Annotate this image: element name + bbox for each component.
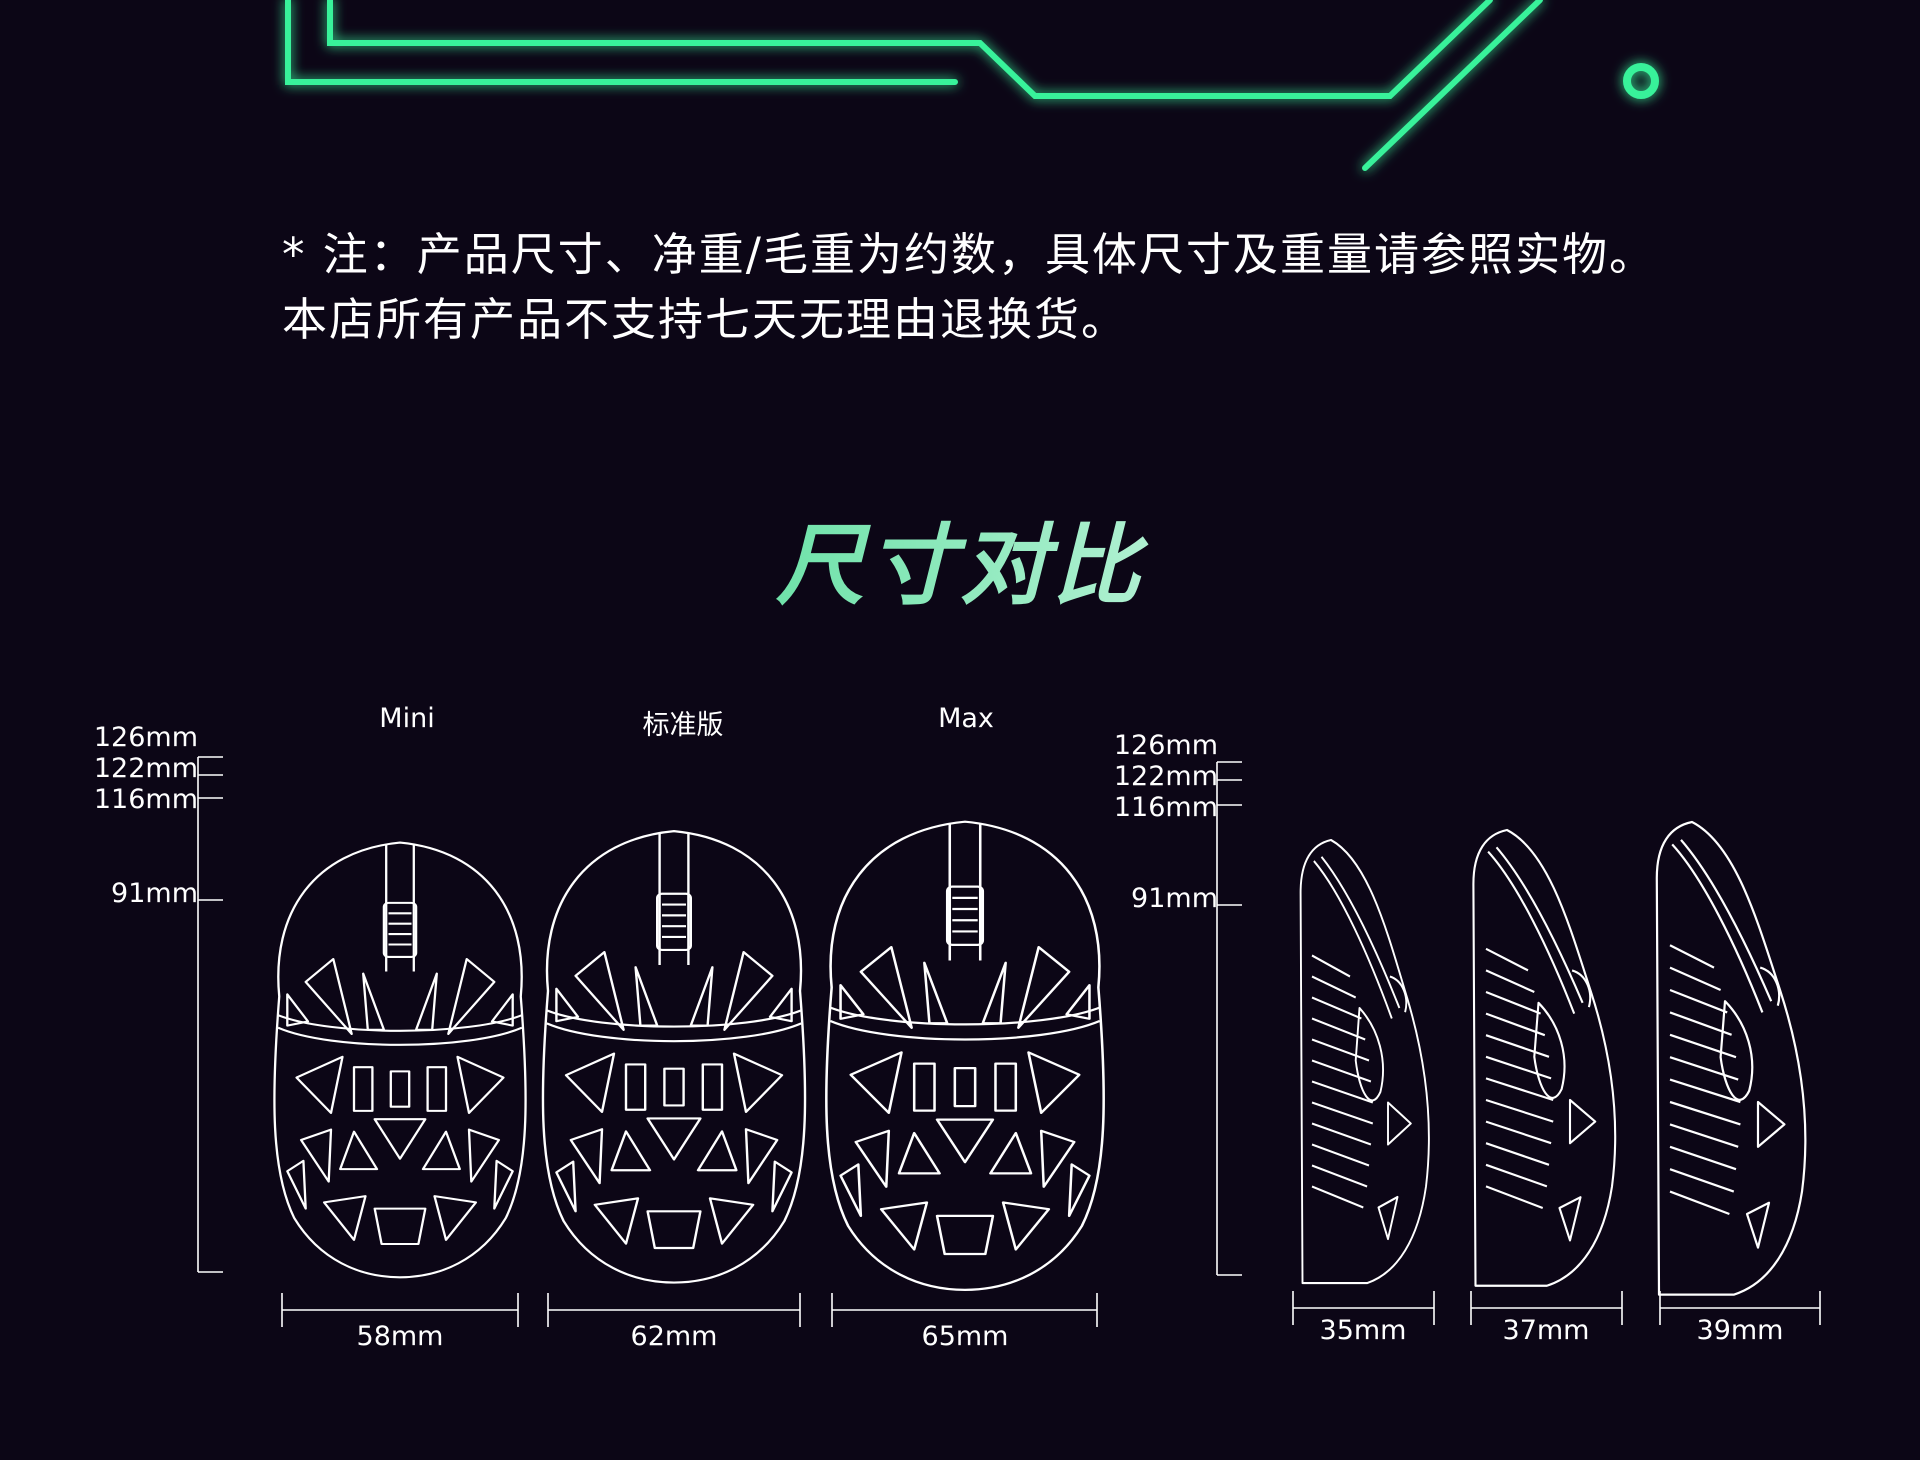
scale-label-116: 116mm [93, 784, 198, 815]
side-scale-label-122: 122mm [1113, 761, 1218, 792]
mini-top-outline [273, 841, 527, 1279]
section-title: 尺寸对比 [0, 495, 1920, 622]
width-label-max: 65mm [921, 1321, 1009, 1352]
max-top-outline [824, 820, 1106, 1292]
standard-top-outline [541, 829, 807, 1284]
width-label-standard: 62mm [630, 1321, 718, 1352]
side-outline-1 [1299, 838, 1430, 1285]
variant-label-mini: Mini [379, 703, 435, 734]
side-scale-label-91: 91mm [1131, 883, 1218, 914]
side-outline-2 [1472, 828, 1617, 1287]
scale-label-122: 122mm [93, 753, 198, 784]
variant-label-standard: 标准版 [642, 710, 724, 741]
note-line-2: 本店所有产品不支持七天无理由退换货。 [282, 293, 1129, 346]
note-line-1: * 注：产品尺寸、净重/毛重为约数，具体尺寸及重量请参照实物。 [282, 228, 1656, 281]
height-label-3: 39mm [1696, 1315, 1784, 1346]
scale-label-126: 126mm [93, 722, 198, 753]
scale-label-91: 91mm [111, 878, 198, 909]
height-label-1: 35mm [1319, 1315, 1407, 1346]
side-outline-3 [1655, 820, 1807, 1296]
height-label-2: 37mm [1502, 1315, 1590, 1346]
width-label-mini: 58mm [356, 1321, 444, 1352]
neon-frame-decoration [285, 0, 1659, 171]
variant-label-max: Max [938, 703, 994, 734]
side-scale-label-116: 116mm [1113, 792, 1218, 823]
side-scale-label-126: 126mm [1113, 730, 1218, 761]
